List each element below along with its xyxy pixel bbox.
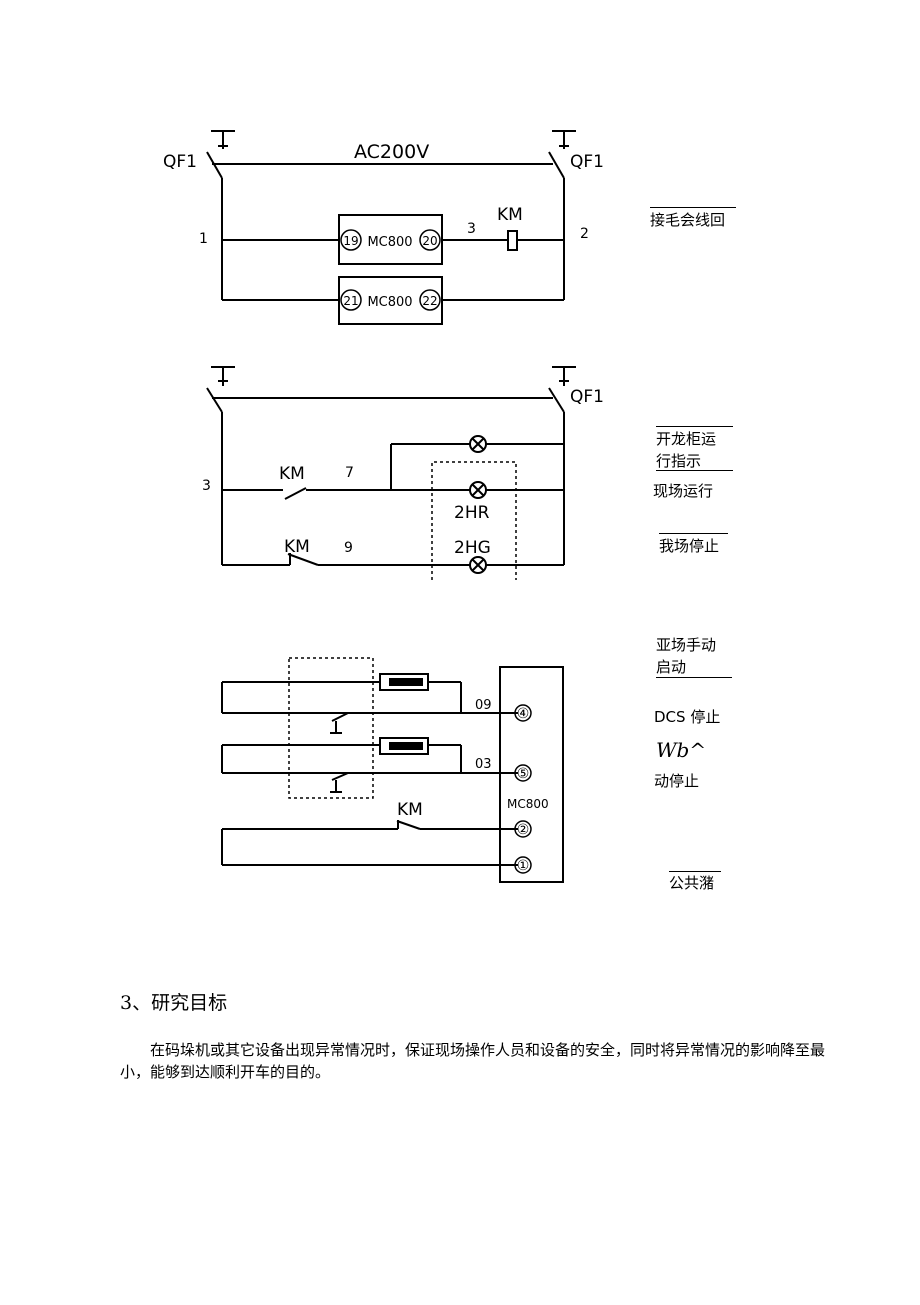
- label-wb: Wb^: [656, 738, 707, 762]
- underline-5: [656, 677, 732, 678]
- diagram-control-inputs: [221, 657, 564, 883]
- qf1-right-label: QF1: [570, 152, 604, 172]
- wire-03-label: 03: [475, 757, 492, 772]
- km-coil-label: KM: [497, 205, 523, 225]
- section-paragraph: 在码垛机或其它设备出现异常情况时，保证现场操作人员和设备的安全，同时将异常情况的…: [120, 1041, 826, 1081]
- diagram-power-loop-text: QF1 AC200V QF1 1 3 KM 2 19 MC800 20 21 M…: [163, 141, 604, 310]
- terminal-19-label: 19: [343, 234, 358, 248]
- node-3-label: 3: [467, 221, 476, 237]
- diagram-power-loop: [206, 130, 576, 325]
- terminal-1-label: ①: [517, 858, 530, 874]
- label-common: 公共潴: [669, 874, 715, 892]
- km-contact-label: KM: [397, 800, 423, 820]
- label-auto-stop: 动停止: [654, 772, 700, 790]
- label-cabinet-running-1: 开龙柜运: [656, 430, 717, 448]
- terminal-5-label: ⑤: [517, 766, 530, 782]
- mc800-module-2-label: MC800: [367, 295, 412, 310]
- diagram-indicator-lamps: [206, 366, 576, 580]
- label-dcs-stop: DCS 停止: [654, 708, 721, 726]
- lamp-2hg-label: 2HG: [454, 538, 491, 558]
- node-2-label: 2: [580, 226, 589, 242]
- overline-2: [656, 426, 733, 427]
- label-cabinet-running-2: 行指示: [656, 452, 702, 470]
- qf1-right-label: QF1: [570, 387, 604, 407]
- label-field-running: 现场运行: [653, 482, 714, 500]
- diagram-control-inputs-text: 09 03 ④ ⑤ ② ① MC800 KM: [397, 698, 549, 874]
- node-9-label: 9: [344, 540, 353, 556]
- section-heading: 3、研究目标: [120, 992, 228, 1014]
- overline-1: [650, 207, 736, 208]
- mc800-module-label: MC800: [507, 797, 549, 811]
- label-field-manual-2: 启动: [656, 658, 687, 676]
- km-no-contact-label: KM: [279, 464, 305, 484]
- underline-2: [656, 470, 733, 471]
- label-field-stop: 我场停止: [659, 537, 720, 555]
- lamp-2hr-label: 2HR: [454, 503, 490, 523]
- terminal-4-label: ④: [517, 706, 530, 722]
- wire-09-label: 09: [475, 698, 492, 713]
- overline-4: [659, 533, 728, 534]
- terminal-21-label: 21: [343, 294, 358, 308]
- overline-9: [669, 871, 721, 872]
- km-nc-contact-label: KM: [284, 537, 310, 557]
- terminal-2-label: ②: [517, 822, 530, 838]
- label-field-manual-1: 亚场手动: [656, 636, 717, 654]
- mc800-module-1-label: MC800: [367, 235, 412, 250]
- terminal-22-label: 22: [422, 294, 437, 308]
- node-3-label: 3: [202, 478, 211, 494]
- node-7-label: 7: [345, 465, 354, 481]
- terminal-20-label: 20: [422, 234, 437, 248]
- label-remote-loop: 接毛会线回: [650, 211, 726, 229]
- supply-voltage-label: AC200V: [354, 141, 429, 163]
- diagram-indicator-lamps-text: QF1 3 KM 7 2HR KM 9 2HG: [202, 387, 604, 558]
- qf1-left-label: QF1: [163, 152, 197, 172]
- node-1-label: 1: [199, 231, 208, 247]
